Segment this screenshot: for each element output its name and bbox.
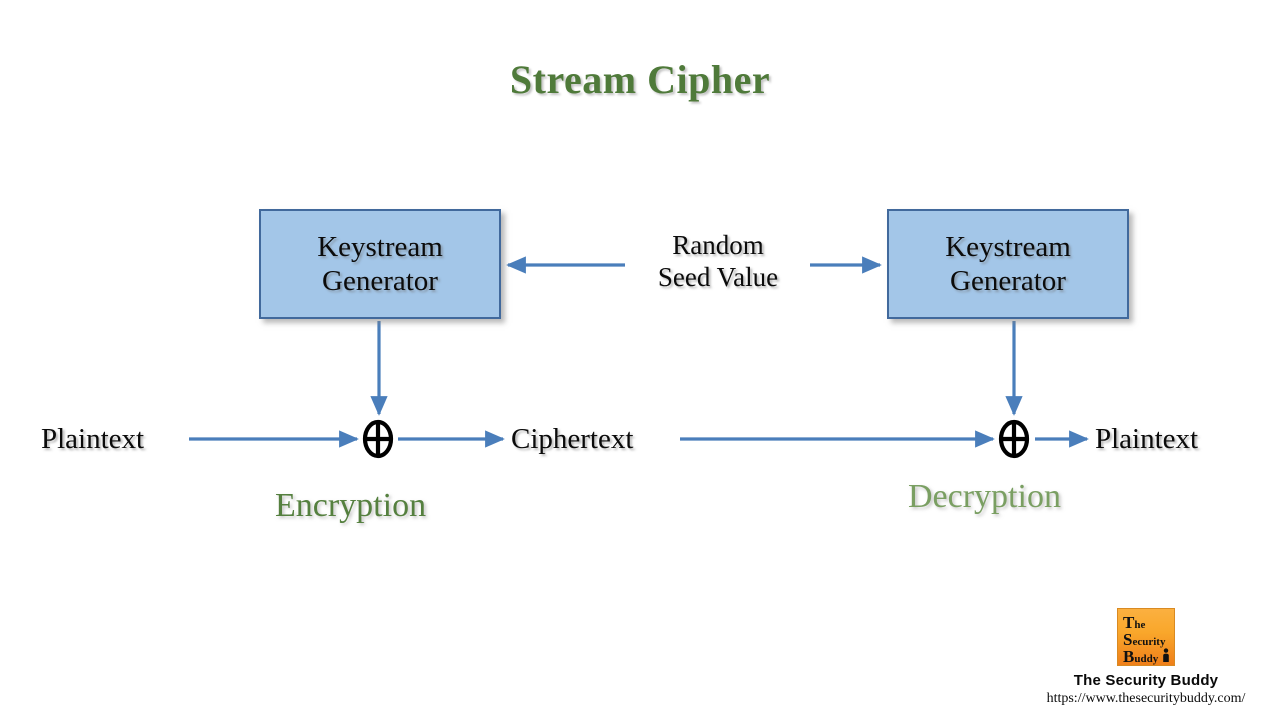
keystream-generator-left-box: Keystream Generator (259, 209, 501, 319)
logo-line-security: Security (1123, 631, 1165, 649)
branding-block: The Security Buddy The Security Buddy ht… (1018, 608, 1274, 707)
logo-cap-t: T (1123, 613, 1135, 632)
keystream-generator-right-line2: Generator (950, 265, 1066, 297)
keystream-generator-right-box: Keystream Generator (887, 209, 1129, 319)
brand-url[interactable]: https://www.thesecuritybuddy.com/ (1046, 691, 1246, 706)
brand-name: The Security Buddy (1073, 672, 1219, 689)
logo-line-buddy: Buddy (1123, 648, 1158, 666)
keystream-generator-left-line1: Keystream (317, 230, 443, 263)
logo-rest-he: he (1134, 619, 1146, 631)
plaintext-input-label: Plaintext (41, 423, 145, 455)
encryption-caption: Encryption (275, 487, 427, 524)
logo-rest-ecurity: ecurity (1132, 636, 1166, 648)
keystream-generator-right-line1: Keystream (945, 230, 1071, 263)
plaintext-output-label: Plaintext (1095, 423, 1199, 455)
person-icon (1163, 648, 1169, 662)
keystream-generator-left-line2: Generator (322, 265, 438, 297)
random-seed-value-line2: Seed Value (657, 261, 779, 292)
logo-cap-b: B (1123, 647, 1135, 666)
security-buddy-logo-icon: The Security Buddy (1117, 608, 1175, 666)
logo-rest-uddy: uddy (1134, 653, 1159, 665)
random-seed-value-line1: Random (672, 230, 764, 260)
logo-line-the: The (1123, 614, 1145, 632)
xor-operator-icon-right (998, 419, 1030, 459)
decryption-caption: Decryption (908, 478, 1061, 515)
random-seed-value-label: Random Seed Value (618, 230, 818, 294)
xor-operator-icon-left (362, 419, 394, 459)
logo-cap-s: S (1123, 630, 1133, 649)
ciphertext-label: Ciphertext (511, 423, 634, 455)
page-title: Stream Cipher (509, 57, 771, 102)
